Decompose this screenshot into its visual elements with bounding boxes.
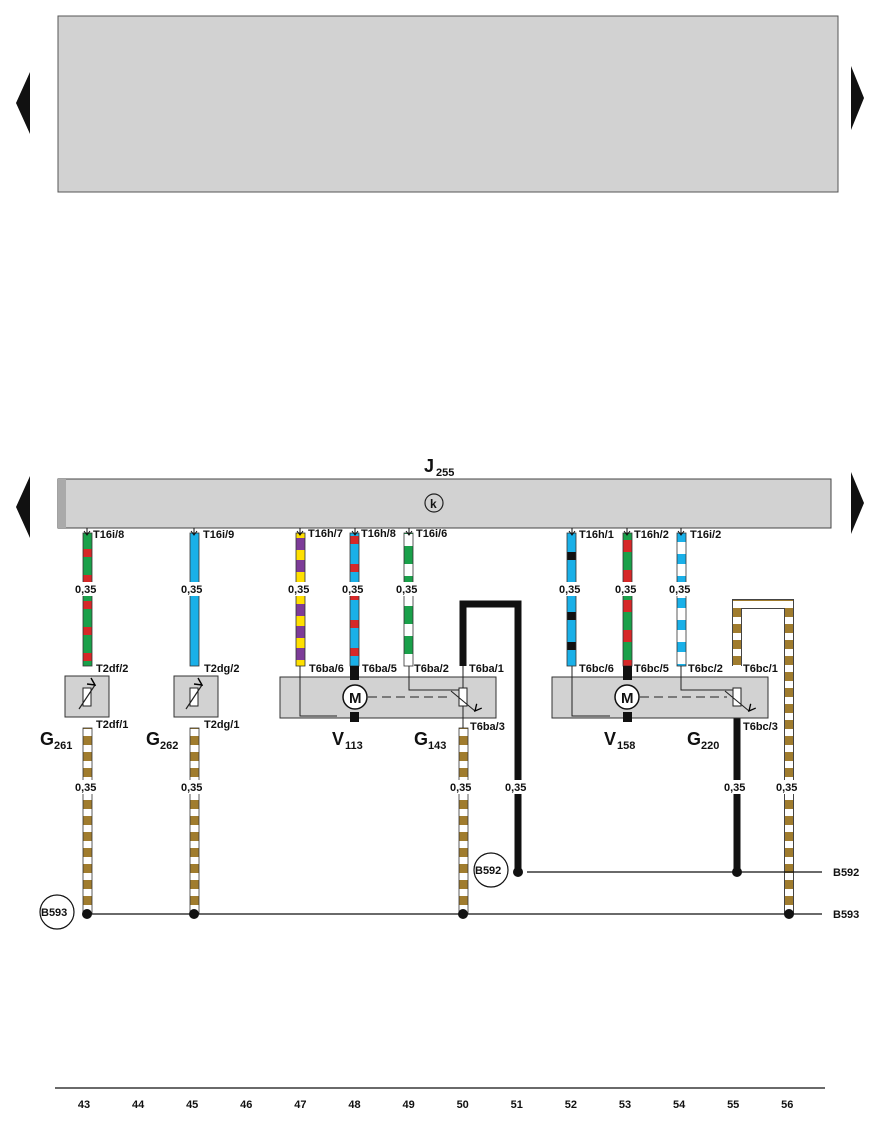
component-label-v158: V xyxy=(604,729,616,749)
component-label-g261: G xyxy=(40,729,54,749)
ground-b593-label: B593 xyxy=(41,907,67,919)
wire-gauge-label: 0,35 xyxy=(776,782,797,794)
wire-56-brown-white xyxy=(733,600,793,914)
ground-b592-ref: B592 xyxy=(833,867,859,879)
column-number: 55 xyxy=(727,1099,739,1111)
column-number: 44 xyxy=(132,1099,145,1111)
pin-label: T16h/2 xyxy=(634,529,669,541)
pin-label: T6ba/6 xyxy=(309,663,344,675)
motor-icon xyxy=(342,684,368,710)
ground-b592-label: B592 xyxy=(475,865,501,877)
column-numbers: 43 44 45 46 47 48 49 50 51 52 53 54 55 56 xyxy=(78,1099,794,1111)
pin-label: T16h/8 xyxy=(361,528,396,540)
pin-label: T16i/6 xyxy=(416,528,447,540)
pin-label: T16h/1 xyxy=(579,529,614,541)
wire-gauge-label: 0,35 xyxy=(724,782,745,794)
column-number: 43 xyxy=(78,1099,90,1111)
column-number: 54 xyxy=(673,1099,686,1111)
component-sub-g262: 262 xyxy=(160,740,178,752)
wire-50-lower xyxy=(458,727,469,915)
column-number: 49 xyxy=(402,1099,414,1111)
wire-gauge-label: 0,35 xyxy=(669,584,690,596)
component-sub-g143: 143 xyxy=(428,740,446,752)
column-number: 50 xyxy=(457,1099,469,1111)
pin-label: T2df/1 xyxy=(96,719,128,731)
wire-48-upper xyxy=(349,532,360,667)
wire-gauge-label: 0,35 xyxy=(505,782,526,794)
wire-43-upper xyxy=(82,532,93,667)
component-label-g262: G xyxy=(146,729,160,749)
arrow-left-icon[interactable] xyxy=(16,476,30,538)
wire-gauge-label: 0,35 xyxy=(342,584,363,596)
pin-label: T16h/7 xyxy=(308,528,343,540)
wire-56-outline xyxy=(732,599,794,914)
wire-45-lower xyxy=(189,727,200,915)
component-sub-g220: 220 xyxy=(701,740,719,752)
pin-label: T6bc/5 xyxy=(634,663,669,675)
control-unit-symbol-icon xyxy=(424,493,444,513)
arrow-left-icon[interactable] xyxy=(16,72,30,134)
arrow-right-icon[interactable] xyxy=(851,66,864,130)
pin-label: T16i/8 xyxy=(93,529,124,541)
component-sub-g261: 261 xyxy=(54,740,72,752)
wire-52-upper xyxy=(566,532,577,667)
wire-gauge-label: 0,35 xyxy=(288,584,309,596)
pin-label: T6ba/2 xyxy=(414,663,449,675)
control-unit-j255 xyxy=(57,478,832,529)
pin-label: T16i/9 xyxy=(203,529,234,541)
wire-45-upper xyxy=(189,532,200,667)
wire-gauge-label: 0,35 xyxy=(75,584,96,596)
column-number: 46 xyxy=(240,1099,252,1111)
wire-47-upper xyxy=(295,532,306,667)
pin-label: T6ba/1 xyxy=(469,663,504,675)
pin-label: T16i/2 xyxy=(690,529,721,541)
wire-43-lower xyxy=(82,727,93,915)
control-unit-label: J xyxy=(424,456,434,476)
wire-49-upper xyxy=(403,532,414,667)
control-unit-sub: 255 xyxy=(436,467,454,479)
ground-point-b592 xyxy=(473,852,509,888)
wire-gauge-label: 0,35 xyxy=(396,584,417,596)
wire-gauge-label: 0,35 xyxy=(75,782,96,794)
control-unit-edge xyxy=(58,479,66,528)
pin-label: T2dg/1 xyxy=(204,719,239,731)
control-unit-symbol: k xyxy=(430,497,437,511)
pin-label: T2dg/2 xyxy=(204,663,239,675)
column-number: 53 xyxy=(619,1099,631,1111)
wire-gauge-label: 0,35 xyxy=(450,782,471,794)
pin-label: T6ba/5 xyxy=(362,663,397,675)
pin-label: T6bc/3 xyxy=(743,721,778,733)
component-sub-v113: 113 xyxy=(345,740,363,752)
motor-icon xyxy=(614,684,640,710)
wire-gauge-label: 0,35 xyxy=(559,584,580,596)
wire-53-upper xyxy=(622,532,633,667)
arrow-right-icon[interactable] xyxy=(851,472,864,534)
pin-label: T6bc/1 xyxy=(743,663,778,675)
ground-point-b593 xyxy=(39,894,75,930)
wire-gauge-label: 0,35 xyxy=(181,782,202,794)
component-label-g143: G xyxy=(414,729,428,749)
column-number: 51 xyxy=(511,1099,523,1111)
pin-label: T6bc/6 xyxy=(579,663,614,675)
component-sub-v158: 158 xyxy=(617,740,635,752)
column-number: 47 xyxy=(294,1099,306,1111)
pin-label: T2df/2 xyxy=(96,663,128,675)
top-header-panel xyxy=(57,15,839,193)
ground-b593-ref: B593 xyxy=(833,909,859,921)
component-label-v113: V xyxy=(332,729,344,749)
wire-51-black xyxy=(459,600,522,872)
pin-label: T6bc/2 xyxy=(688,663,723,675)
motor-v113-symbol: M xyxy=(349,690,362,707)
wire-gauge-label: 0,35 xyxy=(181,584,202,596)
wire-54-upper xyxy=(676,532,687,667)
column-number: 48 xyxy=(348,1099,360,1111)
column-number: 56 xyxy=(781,1099,793,1111)
motor-v158-symbol: M xyxy=(621,690,634,707)
column-number: 52 xyxy=(565,1099,577,1111)
column-number: 45 xyxy=(186,1099,198,1111)
pin-label: T6ba/3 xyxy=(470,721,505,733)
component-label-g220: G xyxy=(687,729,701,749)
wire-gauge-label: 0,35 xyxy=(615,584,636,596)
